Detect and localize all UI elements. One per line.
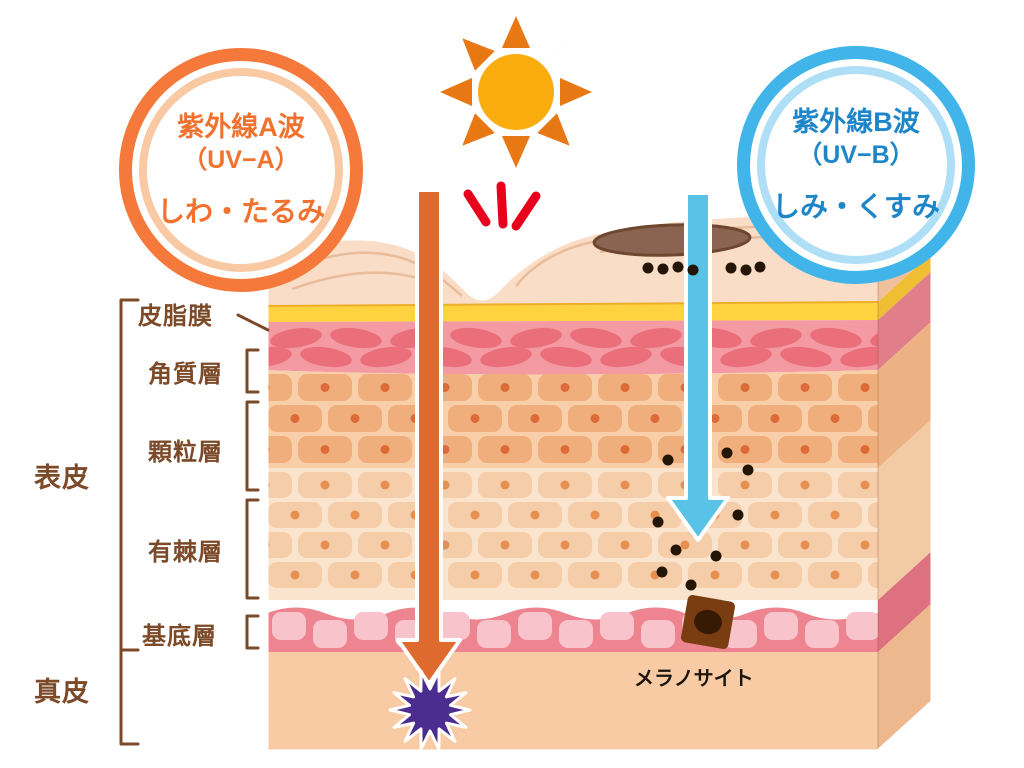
uvb-effect: しみ・くすみ — [771, 191, 940, 222]
bracket-sebum-film — [236, 313, 270, 332]
label-spinous-layer: 有棘層 — [148, 539, 223, 566]
impact-marks-icon — [463, 181, 541, 231]
granular-cells — [266, 374, 878, 463]
sebum-film-edge — [265, 301, 879, 307]
label-stratum-corneum: 角質層 — [148, 361, 223, 388]
bracket-stratum-corneum — [245, 348, 260, 394]
uvb-arrow — [666, 191, 730, 542]
uvb-title: 紫外線B波 — [792, 107, 920, 137]
uvb-subtitle: （UV−B） — [797, 140, 915, 169]
uva-subtitle: （UV−A） — [182, 145, 300, 174]
uva-bubble: 紫外線A波 （UV−A） しわ・たるみ — [119, 48, 363, 292]
label-sebum-film: 皮脂膜 — [138, 303, 213, 330]
bracket-epidermis-dermis — [119, 298, 140, 746]
melanocyte-icon — [680, 594, 736, 650]
bracket-granular — [245, 400, 260, 492]
melanin-dots-icon — [642, 261, 766, 591]
label-dermis: 真皮 — [34, 677, 90, 707]
bracket-basal — [245, 614, 260, 650]
label-brackets — [119, 298, 270, 746]
layer-dermis — [266, 652, 878, 752]
uvb-bubble: 紫外線B波 （UV−B） しみ・くすみ — [737, 46, 975, 284]
label-melanocyte: メラノサイト — [634, 668, 754, 690]
basal-cells — [272, 612, 878, 648]
bracket-spinous — [245, 498, 260, 600]
uva-damage-burst-icon — [388, 669, 472, 751]
uva-effect: しわ・たるみ — [156, 196, 325, 227]
label-basal-layer: 基底層 — [142, 623, 217, 650]
label-epidermis: 表皮 — [34, 463, 90, 493]
label-granular-layer: 顆粒層 — [148, 439, 223, 466]
uva-arrow — [396, 188, 462, 686]
sun-icon — [440, 16, 592, 168]
uva-title: 紫外線A波 — [177, 112, 305, 142]
